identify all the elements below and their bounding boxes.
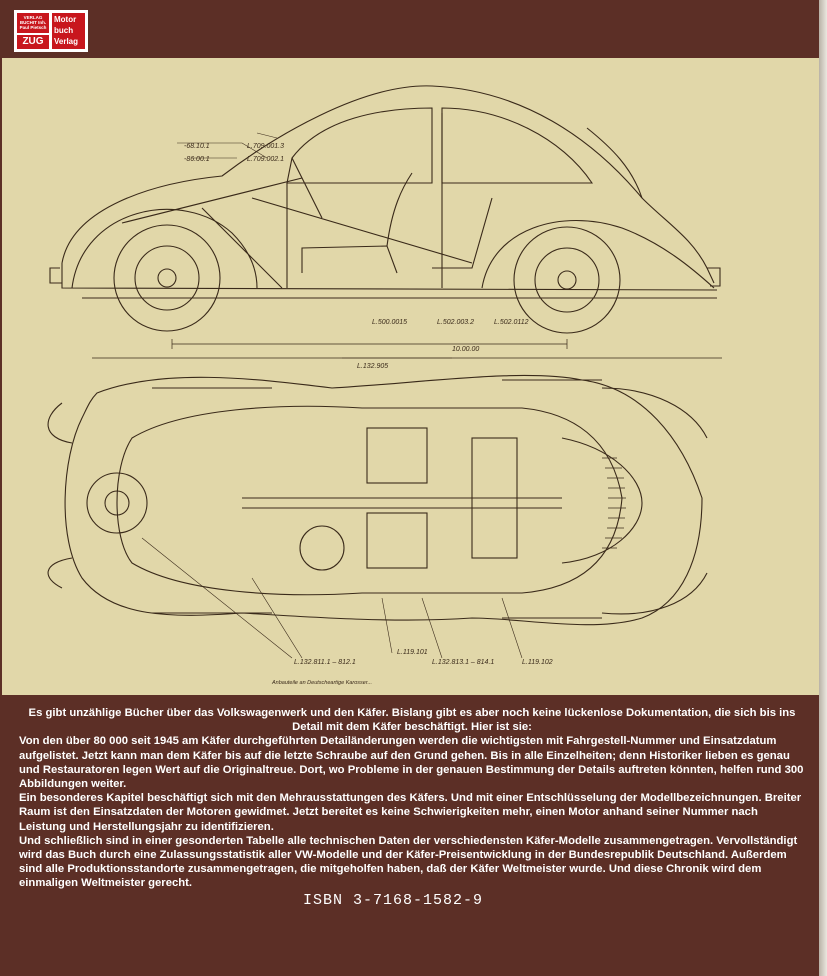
side-label-3: L.709.001.3 [247, 143, 284, 150]
side-label-7: L.502.0112 [494, 319, 529, 326]
description-paragraph-4: Und schließlich sind in einer gesonderte… [19, 834, 798, 890]
side-view-drawing [49, 85, 722, 359]
side-label-2: -86.00.1 [184, 156, 210, 163]
side-label-1: -68.10.1 [184, 143, 210, 150]
plan-label-3: L.132.813.1 – 814.1 [432, 659, 494, 666]
plan-label-2: L.119.101 [397, 649, 428, 656]
blueprint-panel: -68.10.1 -86.00.1 L.709.001.3 L.709.002.… [2, 58, 819, 695]
side-label-5: L.500.0015 [372, 319, 407, 326]
description-paragraph-1: Es gibt unzählige Bücher über das Volksw… [28, 707, 796, 734]
side-label-6: L.502.003.2 [437, 319, 474, 326]
wheelbase-label: L.132.905 [357, 363, 388, 370]
description-paragraph-2: Von den über 80 000 seit 1945 am Käfer d… [19, 735, 804, 791]
publisher-logo: VERLAG BUCHIT Inh. Paul Pietsch ZUG Moto… [14, 10, 88, 52]
brand-label: Motor buch Verlag [52, 13, 85, 49]
description-area: Es gibt unzählige Bücher über das Volksw… [0, 695, 819, 976]
plan-label-4: L.119.102 [522, 659, 553, 666]
description-paragraph-3: Ein besonderes Kapitel beschäftigt sich … [19, 792, 802, 833]
dimension-label: 10.00.00 [452, 346, 479, 353]
isbn-number: ISBN 3-7168-1582-9 [303, 892, 484, 909]
plan-label-1: L.132.811.1 – 812.1 [294, 659, 356, 666]
side-label-4: L.709.002.1 [247, 156, 284, 163]
top-band: VERLAG BUCHIT Inh. Paul Pietsch ZUG Moto… [0, 0, 819, 58]
imprint-label: ZUG [17, 35, 49, 49]
page-edge [819, 0, 827, 976]
publisher-small-label: VERLAG BUCHIT Inh. Paul Pietsch [17, 13, 49, 33]
plan-note: Anbauteile an Deutscheartige Karosser... [271, 680, 372, 686]
vw-beetle-blueprint: -68.10.1 -86.00.1 L.709.001.3 L.709.002.… [47, 85, 722, 686]
plan-view-drawing [47, 357, 708, 659]
book-description: Es gibt unzählige Bücher über das Volksw… [19, 706, 805, 891]
